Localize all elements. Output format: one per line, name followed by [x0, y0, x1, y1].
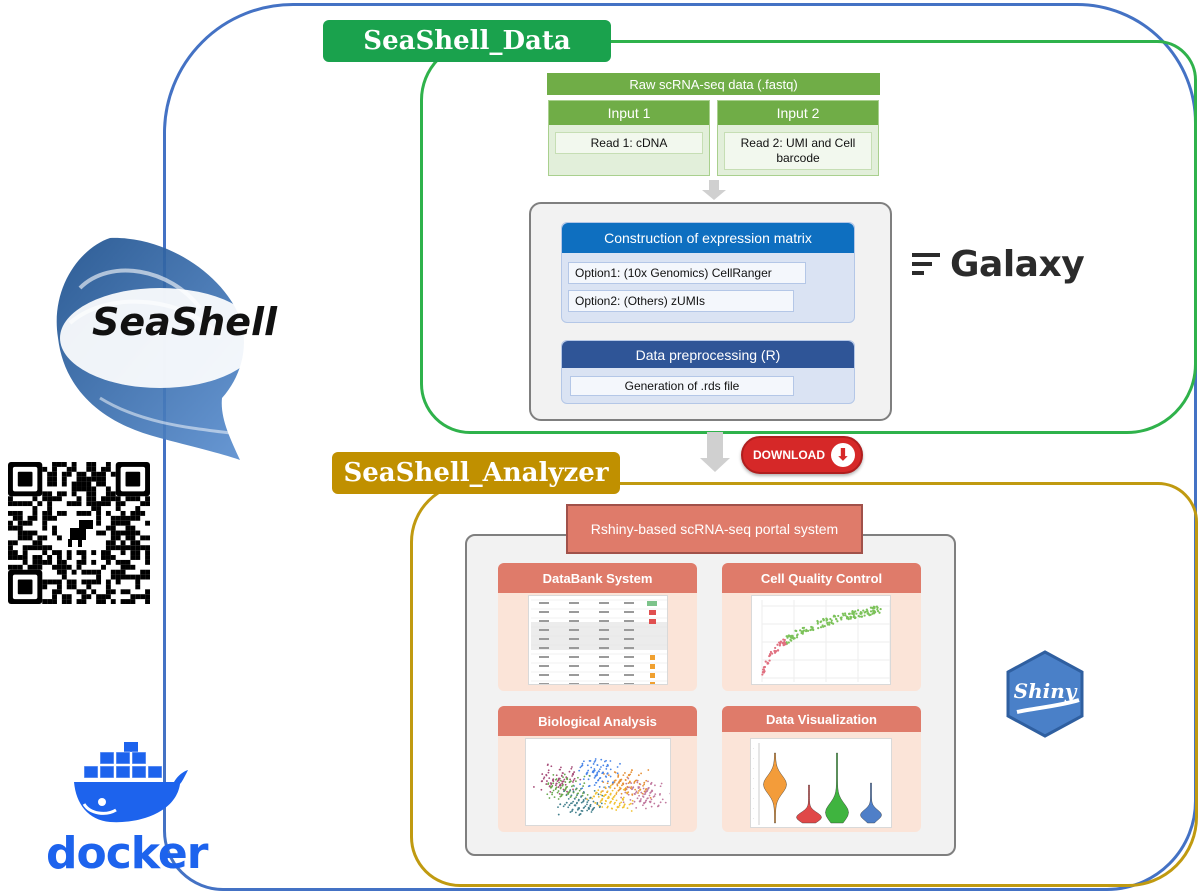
input-2-title: Input 2 [718, 101, 878, 125]
shiny-hex-icon: Shiny [1006, 650, 1084, 738]
input-2-content: Read 2: UMI and Cell barcode [724, 132, 872, 170]
preprocessing-title: Data preprocessing (R) [562, 341, 854, 368]
outer-frame [163, 3, 1197, 891]
expression-matrix-title: Construction of expression matrix [562, 223, 854, 253]
input-1-content: Read 1: cDNA [555, 132, 703, 154]
violin-shape-0 [763, 752, 787, 824]
download-arrow-icon: ⬇ [831, 443, 855, 467]
expression-matrix-box: Construction of expression matrix Option… [561, 222, 855, 323]
preprocessing-box: Data preprocessing (R) Generation of .rd… [561, 340, 855, 404]
qc-scatter-preview [751, 595, 891, 685]
input-2-box: Input 2 Read 2: UMI and Cell barcode [717, 100, 879, 176]
seashell-logo-icon [56, 237, 260, 460]
arrow-down-large-icon [700, 458, 730, 472]
svg-text:-: - [753, 786, 754, 790]
input-1-title: Input 1 [549, 101, 709, 125]
download-button[interactable]: DOWNLOAD ⬇ [741, 436, 863, 474]
svg-text:-: - [753, 806, 754, 810]
databank-card[interactable]: DataBank System [498, 563, 697, 691]
dino-icon [68, 520, 93, 547]
galaxy-bar-3 [912, 271, 924, 275]
galaxy-bar-2 [912, 262, 932, 266]
violin-shape-2 [825, 752, 849, 824]
qr-code-icon [8, 462, 150, 604]
galaxy-logo: Galaxy [950, 244, 1085, 285]
arrow-shaft-1 [709, 180, 719, 190]
input-1-box: Input 1 Read 1: cDNA [548, 100, 710, 176]
violin-shape-1 [796, 784, 822, 824]
portal-label: Rshiny-based scRNA-seq portal system [566, 504, 863, 554]
umap-preview [525, 738, 671, 826]
raw-data-label: Raw scRNA-seq data (.fastq) [547, 73, 880, 95]
seashell-data-frame [420, 40, 1197, 434]
violin-preview: - - - - - - - - [750, 738, 892, 828]
docker-wordmark: docker [46, 828, 208, 879]
seashell-data-title: SeaShell_Data [323, 20, 611, 62]
arrow-shaft-2 [707, 432, 723, 458]
svg-text:-: - [753, 776, 754, 780]
seashell-wordmark: SeaShell [92, 300, 278, 344]
quality-control-card[interactable]: Cell Quality Control [722, 563, 921, 691]
option-2-row: Option2: (Others) zUMIs [568, 290, 794, 312]
seashell-analyzer-title: SeaShell_Analyzer [332, 452, 620, 494]
rds-generation-row: Generation of .rds file [570, 376, 794, 396]
svg-text:-: - [753, 796, 754, 800]
seashell-analyzer-frame [410, 482, 1198, 887]
biological-analysis-card[interactable]: Biological Analysis [498, 706, 697, 832]
option-1-row: Option1: (10x Genomics) CellRanger [568, 262, 806, 284]
violin-shape-3 [860, 782, 882, 824]
arrow-down-icon [702, 190, 726, 200]
svg-text:-: - [753, 816, 754, 820]
quality-control-title: Cell Quality Control [722, 563, 921, 593]
svg-text:-: - [753, 766, 754, 770]
data-visualization-card[interactable]: Data Visualization - - - - - - - - [722, 706, 921, 832]
download-label: DOWNLOAD [753, 448, 825, 462]
galaxy-bar-1 [912, 253, 940, 257]
databank-table-preview [528, 595, 668, 685]
svg-text:-: - [753, 746, 754, 750]
databank-title: DataBank System [498, 563, 697, 593]
docker-whale-icon [74, 742, 188, 823]
svg-text:-: - [753, 756, 754, 760]
biological-analysis-title: Biological Analysis [498, 706, 697, 736]
data-visualization-title: Data Visualization [722, 706, 921, 732]
shiny-wordmark: Shiny [1014, 679, 1078, 703]
